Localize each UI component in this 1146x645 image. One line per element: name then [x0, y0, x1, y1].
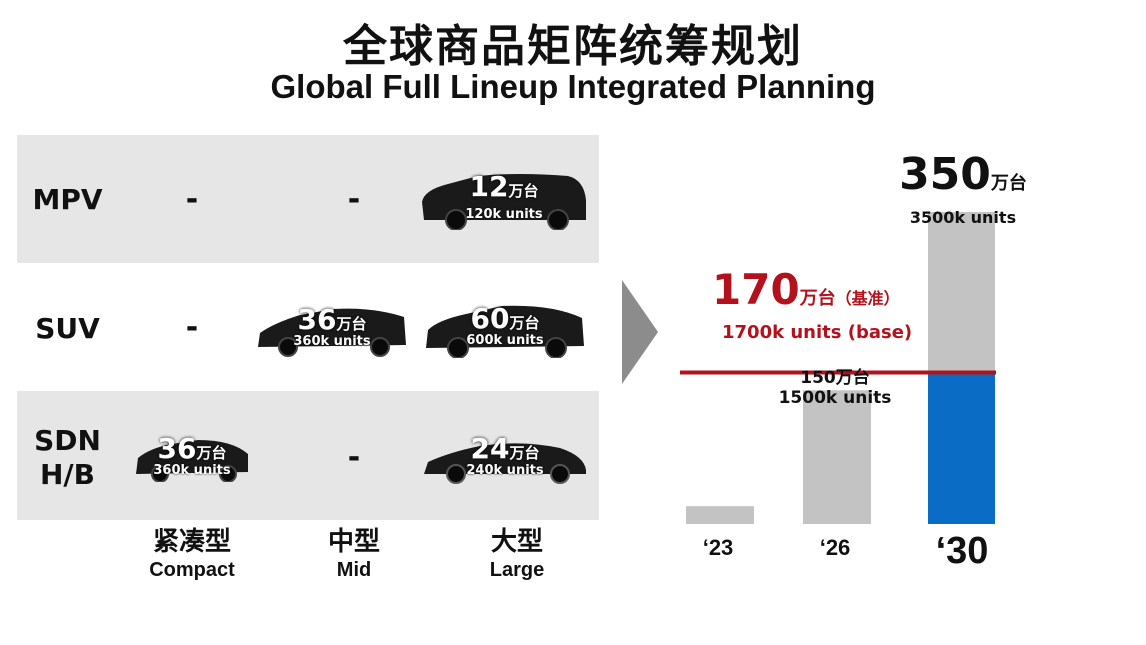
xtick-26: ‘26 — [819, 535, 851, 560]
mpv-mid-empty: - — [347, 182, 361, 217]
row-label-sdn: SDN — [34, 424, 101, 457]
mpv-large-units: 120k units — [465, 207, 543, 222]
page-title-en: Global Full Lineup Integrated Planning — [270, 68, 876, 105]
chevron-right-icon — [622, 280, 658, 384]
suv-compact-empty: - — [185, 310, 199, 345]
col-label-mid: 中型 Mid — [327, 527, 380, 581]
car-suv-large: 60万台 600k units — [422, 304, 588, 358]
baseline-label: 170万台（基准） 1700k units (base) — [712, 265, 913, 343]
bar-label-30: 350万台 3500k units — [899, 149, 1027, 227]
car-sdn-compact: 36万台 360k units — [132, 434, 252, 482]
car-mpv-large: 12万台 120k units — [418, 172, 590, 230]
sdn-mid-empty: - — [347, 440, 361, 475]
sdn-compact-value: 36万台 — [157, 432, 227, 465]
suv-large-units: 600k units — [466, 333, 544, 348]
bar-label-26: 150万台 1500k units — [778, 368, 892, 408]
bar-2-highlight — [928, 372, 995, 524]
suv-mid-value: 36万台 — [297, 303, 367, 336]
row-label-mpv: MPV — [32, 183, 103, 216]
mpv-large-value: 12万台 — [469, 170, 539, 203]
xtick-23: ‘23 — [702, 535, 734, 560]
suv-large-value: 60万台 — [470, 302, 540, 335]
sdn-large-value: 24万台 — [470, 432, 540, 465]
sdn-compact-units: 360k units — [153, 463, 231, 478]
xtick-30: ‘30 — [935, 530, 989, 572]
row-label-hb: H/B — [39, 458, 95, 491]
suv-mid-units: 360k units — [293, 334, 371, 349]
col-label-compact: 紧凑型 Compact — [149, 527, 235, 581]
car-sdn-large: 24万台 240k units — [420, 434, 590, 484]
col-label-large: 大型 Large — [489, 527, 545, 581]
bar-1 — [803, 390, 871, 524]
car-suv-mid: 36万台 360k units — [254, 305, 410, 357]
bar-0 — [686, 506, 754, 524]
sdn-large-units: 240k units — [466, 463, 544, 478]
page-title-cn: 全球商品矩阵统筹规划 — [343, 21, 803, 72]
row-label-suv: SUV — [35, 312, 100, 345]
mpv-compact-empty: - — [185, 182, 199, 217]
